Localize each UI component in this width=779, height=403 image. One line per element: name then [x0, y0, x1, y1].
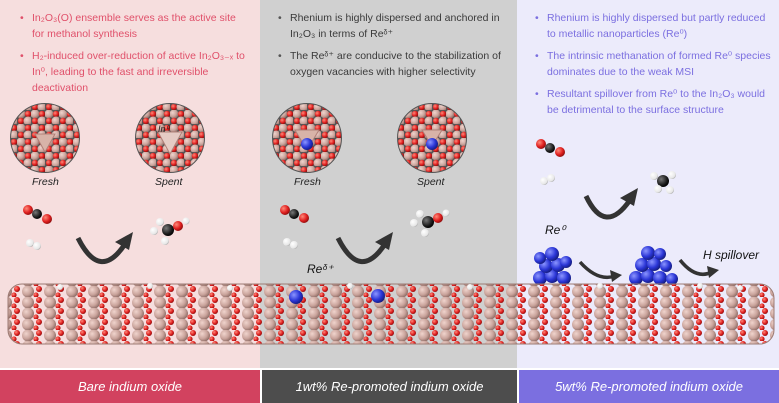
bullet-text: The intrinsic methanation of formed Re⁰ …	[533, 48, 773, 80]
bullet-list-1wt: Rhenium is highly dispersed and anchored…	[276, 10, 512, 86]
catalyst-sphere-icon	[135, 103, 205, 173]
in0-label: In⁰	[158, 124, 170, 134]
catalyst-sphere-icon	[10, 103, 80, 173]
footer-1wt-re: 1wt% Re-promoted indium oxide	[262, 370, 517, 403]
bullet-text: Rhenium is highly dispersed but partly r…	[533, 10, 773, 42]
catalyst-sphere-icon	[272, 103, 342, 173]
bullet-list-bare: In₂O₃(O) ensemble serves as the active s…	[18, 10, 250, 102]
curved-arrow-icon	[75, 236, 128, 265]
bullet-text: Rhenium is highly dispersed and anchored…	[276, 10, 512, 42]
curved-arrow-icon	[583, 194, 633, 220]
spent-label: Spent	[155, 176, 183, 188]
bullet-text: The Reᵟ⁺ are conducive to the stabilizat…	[276, 48, 512, 80]
curved-arrow-icon	[335, 236, 388, 265]
re-nanoparticle-cluster-icon	[533, 247, 572, 285]
h-spillover-label: H spillover	[703, 248, 760, 262]
catalyst-sphere-icon	[397, 103, 467, 173]
spent-label: Spent	[417, 176, 445, 188]
bullet-text: H₂-induced over-reduction of active In₂O…	[18, 48, 250, 96]
h2-molecule-icon	[540, 174, 555, 185]
methanol-molecule-icon	[150, 217, 190, 245]
bullet-text: Resultant spillover from Re⁰ to the In₂O…	[533, 86, 773, 118]
methanol-molecule-icon	[410, 209, 450, 237]
curved-arrow-icon	[115, 232, 133, 250]
bullet-text: In₂O₃(O) ensemble serves as the active s…	[18, 10, 250, 42]
curved-arrow-icon	[375, 232, 393, 250]
co2-molecule-icon	[536, 139, 565, 157]
co2-molecule-icon	[23, 205, 52, 224]
curved-arrow-icon	[707, 266, 719, 278]
footer-bare-indium-oxide: Bare indium oxide	[0, 370, 260, 403]
methane-molecule-icon	[650, 171, 676, 194]
re0-label: Re⁰	[545, 223, 566, 237]
footer-5wt-re: 5wt% Re-promoted indium oxide	[519, 370, 779, 403]
co2-molecule-icon	[280, 205, 309, 223]
indium-oxide-surface-icon	[7, 283, 775, 345]
re-ion-label: Reᵟ⁺	[307, 262, 334, 276]
bullet-list-5wt: Rhenium is highly dispersed but partly r…	[533, 10, 773, 124]
curved-arrow-icon	[620, 188, 638, 206]
re-nanoparticle-cluster-icon	[629, 246, 678, 285]
fresh-label: Fresh	[32, 176, 59, 188]
fresh-label: Fresh	[294, 176, 321, 188]
curved-arrow-icon	[610, 270, 622, 282]
h2-molecule-icon	[283, 238, 298, 249]
curved-arrow-icon	[578, 260, 616, 280]
h2-molecule-icon	[26, 239, 41, 250]
